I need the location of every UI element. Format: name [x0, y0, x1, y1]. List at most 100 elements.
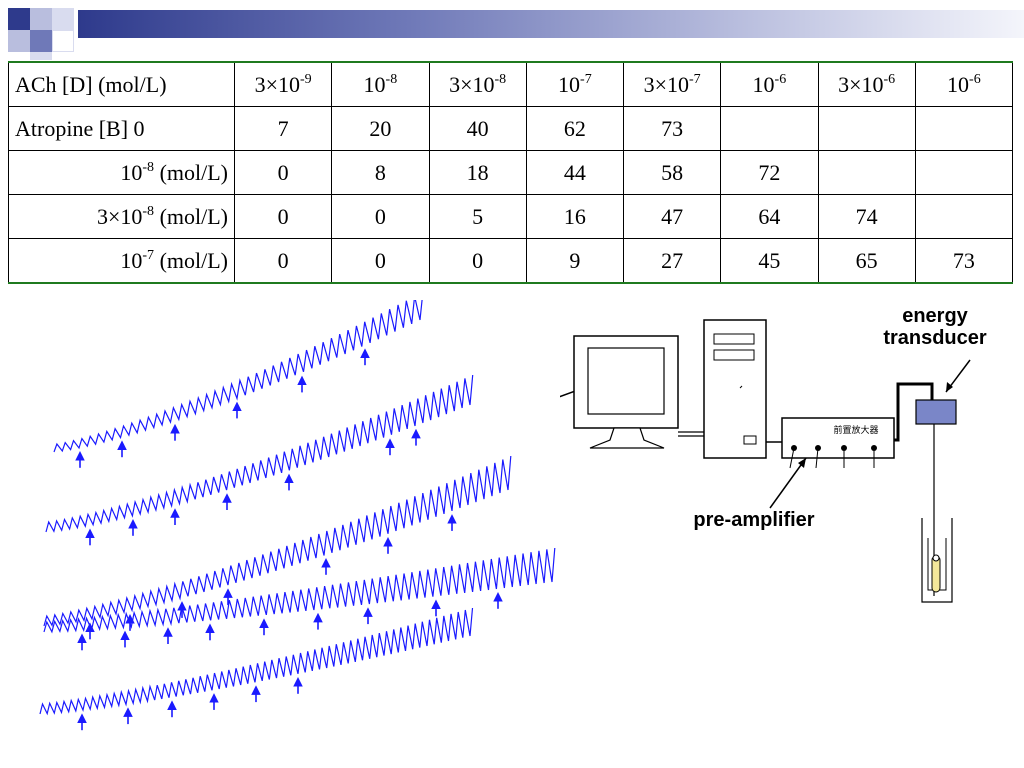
table-cell: 0 [428, 238, 527, 283]
computer-tower-icon [703, 319, 767, 459]
concentration-exponent: -7 [580, 71, 592, 87]
energy-transducer-label: energy transducer [868, 305, 1002, 349]
concentration-base: 10 [558, 71, 581, 97]
amplifier-box-label: 前置放大器 [833, 424, 878, 436]
header-concentration-cell: 10-6 [914, 62, 1014, 107]
row-label-exponent: -8 [142, 203, 155, 219]
header-concentration-cell: 10-7 [525, 62, 625, 107]
table-cell: 0 [233, 150, 333, 195]
concentration-base: 10 [472, 71, 495, 97]
header-concentration-cell: 3×10-9 [233, 62, 333, 107]
concentration-exponent: -6 [883, 71, 896, 87]
table-cell: 73 [622, 106, 722, 151]
concentration-base: 10 [752, 71, 775, 97]
table-cell [914, 150, 1014, 195]
deco-square [30, 8, 52, 30]
concentration-base: 10 [667, 71, 689, 97]
header-label: ACh [D] (mol/L) [15, 71, 167, 97]
table-cell: 72 [720, 150, 819, 195]
table-cell: 18 [428, 150, 527, 195]
title-gradient-bar [78, 10, 1024, 38]
table-cell [914, 194, 1014, 239]
row-label-pre: Atropine [B] 0 [15, 115, 145, 141]
concentration-coef: 3× [838, 71, 862, 97]
concentration-exponent: -6 [969, 71, 981, 87]
table-cell: 0 [331, 238, 430, 283]
table-cell: 5 [428, 194, 527, 239]
row-label-cell: 3×10-8 (mol/L) [8, 194, 235, 239]
concentration-base: 10 [363, 71, 386, 97]
header-concentration-cell: 3×10-8 [428, 62, 527, 107]
table-cell: 0 [233, 238, 333, 283]
energy-transducer-label-line1: energy [902, 305, 968, 327]
table-cell: 62 [525, 106, 625, 151]
table-cell: 20 [331, 106, 430, 151]
transducer-cable [894, 382, 934, 442]
concentration-base: 10 [861, 71, 884, 97]
concentration-exponent: -9 [300, 71, 312, 87]
deco-square [8, 30, 30, 52]
table-cell [720, 106, 819, 151]
concentration-base: 10 [947, 71, 970, 97]
concentration-exponent: -8 [494, 71, 507, 87]
row-label-cell: 10-8 (mol/L) [8, 150, 235, 195]
row-label-post: (mol/L) [154, 247, 228, 273]
table-cell: 9 [525, 238, 625, 283]
header-concentration-cell: 3×10-6 [817, 62, 916, 107]
header-concentration-cell: 10-8 [331, 62, 430, 107]
cable [678, 431, 704, 437]
organ-bath-icon [921, 518, 953, 603]
contraction-trace [39, 607, 474, 716]
concentration-coef: 3× [449, 71, 473, 97]
row-label-base: 10 [120, 203, 143, 229]
table-cell: 8 [331, 150, 430, 195]
monitor-icon [573, 335, 679, 449]
concentration-exponent: -8 [385, 71, 398, 87]
deco-square [8, 8, 30, 30]
table-cell: 74 [817, 194, 916, 239]
concentration-coef: 3× [643, 71, 667, 97]
table-cell [914, 106, 1014, 151]
amplifier-label-arrow [769, 457, 807, 509]
row-label-exponent: -8 [142, 159, 155, 175]
table-cell: 40 [428, 106, 527, 151]
deco-square [52, 30, 74, 52]
table-cell: 7 [233, 106, 333, 151]
table-cell: 45 [720, 238, 819, 283]
table-cell [817, 106, 916, 151]
row-label-cell: Atropine [B] 0 [8, 106, 235, 151]
header-concentration-cell: 10-6 [720, 62, 819, 107]
table-cell: 47 [622, 194, 722, 239]
deco-square [30, 52, 52, 60]
table-cell: 27 [622, 238, 722, 283]
row-label-post: (mol/L) [154, 159, 228, 185]
apparatus-diagram: 前置放大器 [560, 319, 971, 603]
table-cell: 64 [720, 194, 819, 239]
pre-amplifier-box [781, 417, 895, 469]
pre-amplifier-label: pre-amplifier [693, 509, 815, 531]
contraction-trace [43, 547, 556, 634]
transducer-arrowhead-icon [946, 382, 953, 392]
table-cell: 16 [525, 194, 625, 239]
row-label-base: 10 [120, 159, 143, 185]
table-cell: 44 [525, 150, 625, 195]
table-cell [817, 150, 916, 195]
contraction-trace [53, 300, 423, 453]
contraction-traces [39, 300, 556, 731]
row-label-base: 10 [120, 247, 143, 273]
row-label-pre: 3× [96, 203, 121, 229]
concentration-exponent: -7 [689, 71, 701, 87]
row-label-post: (mol/L) [154, 203, 228, 229]
table-cell: 58 [622, 150, 722, 195]
table-cell: 65 [817, 238, 916, 283]
deco-square [30, 30, 52, 52]
concentration-base: 10 [278, 71, 300, 97]
row-label-exponent: -7 [142, 247, 155, 263]
row-label-cell: 10-7 (mol/L) [8, 238, 235, 283]
contraction-trace [45, 374, 474, 533]
